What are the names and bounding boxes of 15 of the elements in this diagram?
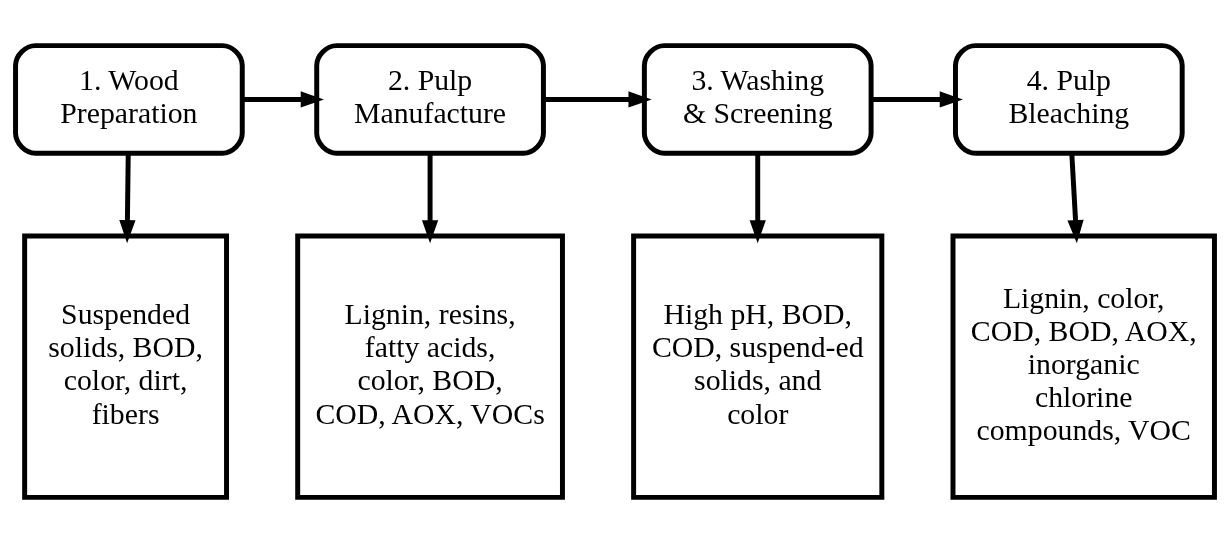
- node-box: 1. Wood Preparation: [13, 43, 245, 156]
- node-box: Lignin, color, COD, BOD, AOX, inorganic chlorine compounds, VOC: [950, 233, 1217, 500]
- node-box: 2. Pulp Manufacture: [314, 43, 546, 156]
- arrow: [749, 153, 766, 244]
- arrow: [242, 91, 324, 108]
- arrow: [421, 153, 439, 244]
- arrow: [119, 153, 136, 244]
- node-box: High pH, BOD, COD, suspend-ed solids, and color: [631, 233, 885, 500]
- arrow: [544, 91, 652, 108]
- node-box: 3. Washing & Screening: [641, 43, 874, 156]
- node-box: Suspended solids, BOD, color, dirt, fibers: [22, 233, 229, 500]
- node-box: 4. Pulp Bleaching: [953, 43, 1185, 156]
- arrow: [871, 91, 963, 108]
- node-box: Lignin, resins, fatty acids, color, BOD, COD, AOX, VOCs: [295, 233, 565, 500]
- arrow: [1067, 153, 1084, 244]
